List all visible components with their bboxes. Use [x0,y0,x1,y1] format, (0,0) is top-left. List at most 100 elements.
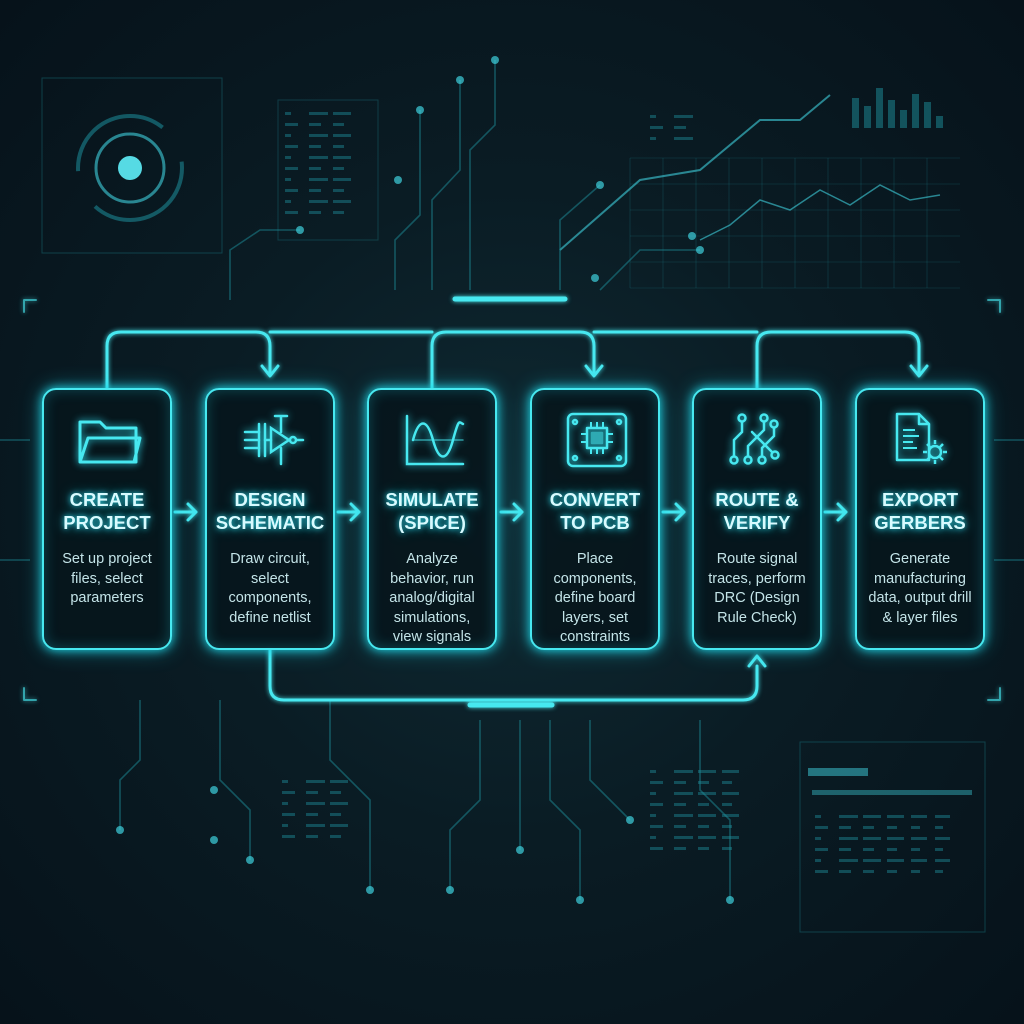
background-trace [219,700,251,860]
background-code-text [887,815,904,818]
background-node [446,886,454,894]
loop-bottom [268,648,759,702]
arrow-step-2-3 [336,502,361,522]
step-title: SIMULATE(SPICE) [385,489,479,533]
background-code-text [650,137,656,140]
background-node [296,226,304,234]
arrowhead-up-route [747,654,767,668]
background-code-text [285,156,291,159]
background-code-text [887,859,904,862]
background-code-text [309,189,321,192]
background-code-text [282,813,295,816]
background-node [688,232,696,240]
background-sparkline [699,184,941,241]
background-trace [229,229,300,300]
background-node [366,886,374,894]
arrow-step-3-4 [499,502,524,522]
background-code-text [674,126,686,129]
background-code-text [722,781,732,784]
background-trace [431,80,461,290]
background-code-text [839,837,858,840]
background-code-text [911,870,920,873]
background-trace [119,700,141,830]
background-code-text [839,815,858,818]
background-code-text [285,134,291,137]
background-code-text [333,211,344,214]
background-code-text [722,803,732,806]
background-code-text [330,780,348,783]
background-code-text [309,211,321,214]
arrowhead-down-export [909,364,929,378]
background-code-text [674,803,686,806]
waveform-icon [369,410,499,476]
background-code-text [285,189,298,192]
arrow-step-4-5 [661,502,686,522]
background-trace [559,184,601,290]
background-code-text [863,815,881,818]
background-panel [277,99,379,241]
background-code-text [698,803,709,806]
background-code-text [309,156,328,159]
background-code-text [309,167,321,170]
background-code-text [911,848,920,851]
background-code-text [330,824,348,827]
background-code-text [650,770,656,773]
background-code-text [698,825,709,828]
arrow-step-1-2 [173,502,198,522]
background-bar [936,116,943,128]
background-code-text [935,859,950,862]
background-code-text [863,848,874,851]
background-panel [799,741,986,933]
background-code-text [911,826,920,829]
background-code-text [698,781,709,784]
background-code-text [674,137,693,140]
background-code-text [285,178,291,181]
background-ring [94,132,166,204]
background-code-text [698,770,716,773]
background-code-text [935,815,950,818]
background-node [116,826,124,834]
background-code-text [285,123,298,126]
background-code-text [722,825,732,828]
traces-icon [694,410,824,476]
background-code-text [306,813,318,816]
background-trace [699,720,731,900]
background-code-text [722,847,732,850]
background-code-text [650,792,656,795]
background-code-text [674,115,693,118]
background-code-text [698,836,716,839]
document-gear-icon [857,410,987,476]
background-code-text [650,836,656,839]
background-code-text [333,145,344,148]
background-code-text [863,859,881,862]
loop-top-3 [755,330,921,390]
background-node [726,896,734,904]
background-bar [912,94,919,128]
background-code-text [650,126,663,129]
background-code-text [330,835,341,838]
background-code-text [333,123,344,126]
background-node [696,246,704,254]
background-code-text [674,814,693,817]
background-code-text [839,870,851,873]
frame-bracket-left [23,299,37,701]
background-trace [329,700,371,890]
background-code-text [333,167,344,170]
background-code-text [935,870,943,873]
background-node [626,816,634,824]
background-code-text [674,836,693,839]
background-node [210,836,218,844]
background-code-text [935,837,950,840]
background-panel [41,77,223,254]
background-code-text [911,815,927,818]
background-code-text [309,145,321,148]
